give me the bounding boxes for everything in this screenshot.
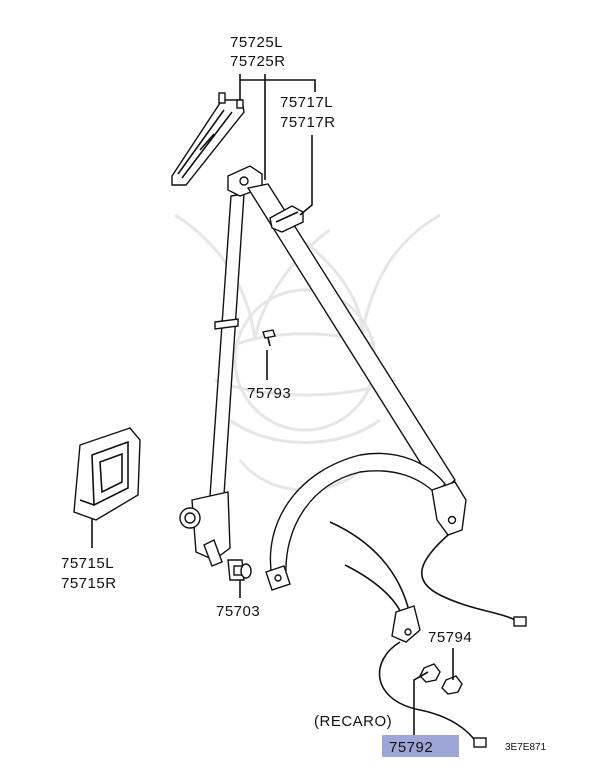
side-cover: [73, 427, 141, 521]
label-75794: 75794: [428, 629, 472, 646]
bolt-part: [227, 559, 252, 581]
label-recaro: (RECARO): [314, 713, 392, 730]
label-75715R: 75715R: [61, 575, 117, 592]
label-75725L: 75725L: [230, 34, 283, 51]
floor-anchor: [265, 565, 291, 591]
shoulder-belt: [246, 183, 456, 496]
belt-guide-clip: [269, 205, 304, 233]
label-75793: 75793: [247, 385, 291, 402]
label-75715L: 75715L: [61, 555, 114, 572]
diagram-code: 3E7E871: [505, 742, 547, 753]
recaro-buckle-strap: [329, 521, 421, 643]
nut-parts: [419, 663, 463, 695]
screw-part: [262, 329, 276, 347]
label-75725R: 75725R: [230, 53, 286, 70]
label-75703: 75703: [216, 603, 260, 620]
label-75717L: 75717L: [280, 94, 333, 111]
label-75717R: 75717R: [280, 114, 336, 131]
lap-anchor-plate: [431, 481, 467, 536]
label-75792: 75792: [389, 739, 433, 756]
lap-belt: [269, 452, 446, 579]
part-highlight-75792: [382, 735, 459, 757]
retractor-housing: [179, 491, 231, 567]
leader-lines: [91, 74, 454, 735]
upper-guide-bracket: [171, 92, 245, 186]
